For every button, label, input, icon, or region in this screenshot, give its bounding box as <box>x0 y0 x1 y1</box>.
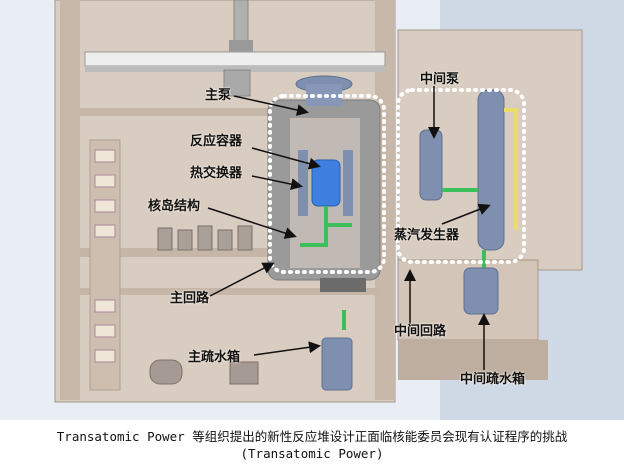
caption-line-2: (Transatomic Power) <box>240 446 384 461</box>
label-reactor-vessel: 反应容器 <box>190 134 243 149</box>
nuclear-island-tanks <box>157 225 253 251</box>
label-heat-exchanger: 热交换器 <box>190 166 243 181</box>
label-intermediate-drain-tank: 中间疏水箱 <box>460 372 526 387</box>
secondary-building <box>397 29 583 380</box>
label-main-drain-tank: 主疏水箱 <box>188 350 241 365</box>
annotation-arrows <box>207 86 491 370</box>
label-intermediate-loop: 中间回路 <box>394 324 447 339</box>
main-loop-boundary <box>268 94 386 274</box>
label-nuclear-island: 核岛结构 <box>148 199 201 214</box>
lower-equipment <box>149 278 366 391</box>
stair-steps <box>94 149 116 363</box>
caption-line-1: Transatomic Power 等组织提出的新性反应堆设计正面临核能委员会现… <box>56 429 568 444</box>
label-main-loop: 主回路 <box>170 291 210 306</box>
reactor-cutaway-diagram <box>0 0 624 420</box>
label-steam-generator: 蒸汽发生器 <box>394 228 460 243</box>
label-main-pump: 主泵 <box>205 88 232 103</box>
label-intermediate-pump: 中间泵 <box>420 72 460 87</box>
intermediate-loop-boundary <box>396 88 526 264</box>
